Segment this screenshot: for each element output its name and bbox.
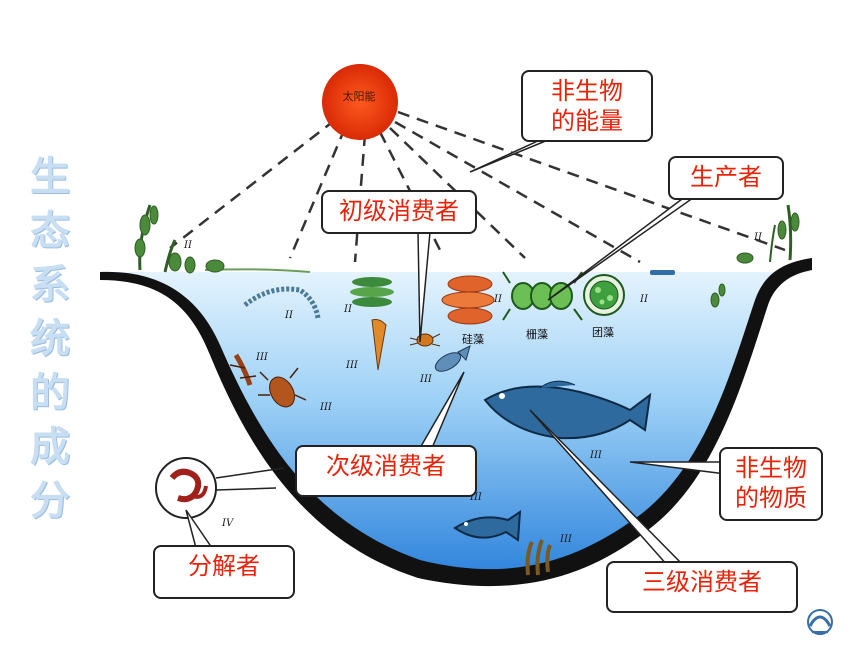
label-iii-c: III <box>319 402 333 413</box>
label-ii-d: II <box>639 294 649 305</box>
callout-pointers <box>185 139 727 567</box>
pond-water <box>105 262 810 575</box>
algae-filament-icon <box>243 286 321 319</box>
vertical-title: 生 态 系 统 的 成 分 <box>28 150 72 528</box>
label-iii-e: III <box>589 450 603 461</box>
shore-plants-left-icon <box>134 204 225 274</box>
label-ii-left: II <box>183 240 193 251</box>
title-char: 成 <box>30 423 70 470</box>
label-fence-algae: 栅藻 <box>526 327 548 341</box>
large-fish-icon <box>483 380 652 440</box>
title-char: 的 <box>30 369 70 416</box>
insect-larva-icon <box>229 353 257 386</box>
shore-plants-right-icon <box>710 204 800 308</box>
ball-algae-icon <box>583 274 625 316</box>
beetle-icon <box>258 367 307 408</box>
label-ii-c: II <box>493 294 503 305</box>
callout-abiotic-matter: 非生物 的物质 <box>719 447 823 521</box>
green-algae-stack-icon <box>350 277 394 307</box>
callout-producer: 生产者 <box>668 156 784 200</box>
carrot-shaped-larva-icon <box>371 319 387 371</box>
label-ball-algae: 团藻 <box>592 326 614 339</box>
label-iii-b: III <box>345 360 359 371</box>
small-fish-icon <box>434 345 471 372</box>
callout-tertiary-consumer: 三级消费者 <box>606 561 798 613</box>
callout-secondary-consumer: 次级消费者 <box>295 445 477 497</box>
label-diatom: 硅藻 <box>462 333 484 346</box>
callout-primary-consumer: 初级消费者 <box>321 190 477 234</box>
decomposer-icon <box>155 457 217 519</box>
sun-label: 太阳能 <box>342 90 376 103</box>
title-char: 生 <box>30 153 70 200</box>
title-char: 系 <box>30 261 70 308</box>
logo-icon <box>807 609 833 635</box>
title-char: 分 <box>30 477 70 524</box>
label-ii-right: II <box>753 232 763 243</box>
label-iii-g: III <box>559 534 573 545</box>
label-ii-b: II <box>343 304 353 315</box>
small-algae-icon <box>650 270 675 275</box>
callout-abiotic-energy: 非生物 的能量 <box>521 70 653 142</box>
label-iii-d: III <box>419 374 433 385</box>
label-iii-a: III <box>255 352 269 363</box>
title-char: 态 <box>30 207 70 254</box>
label-iv: IV <box>221 518 235 529</box>
sun-icon <box>322 64 398 140</box>
callout-decomposer: 分解者 <box>153 545 295 599</box>
label-ii-a: II <box>284 310 294 321</box>
bottom-fish-icon <box>453 510 522 542</box>
pond-bank <box>100 258 812 587</box>
diatom-icon <box>441 275 495 325</box>
worms-icon <box>525 539 552 576</box>
title-char: 统 <box>30 315 70 362</box>
label-iii-f: III <box>469 492 483 503</box>
